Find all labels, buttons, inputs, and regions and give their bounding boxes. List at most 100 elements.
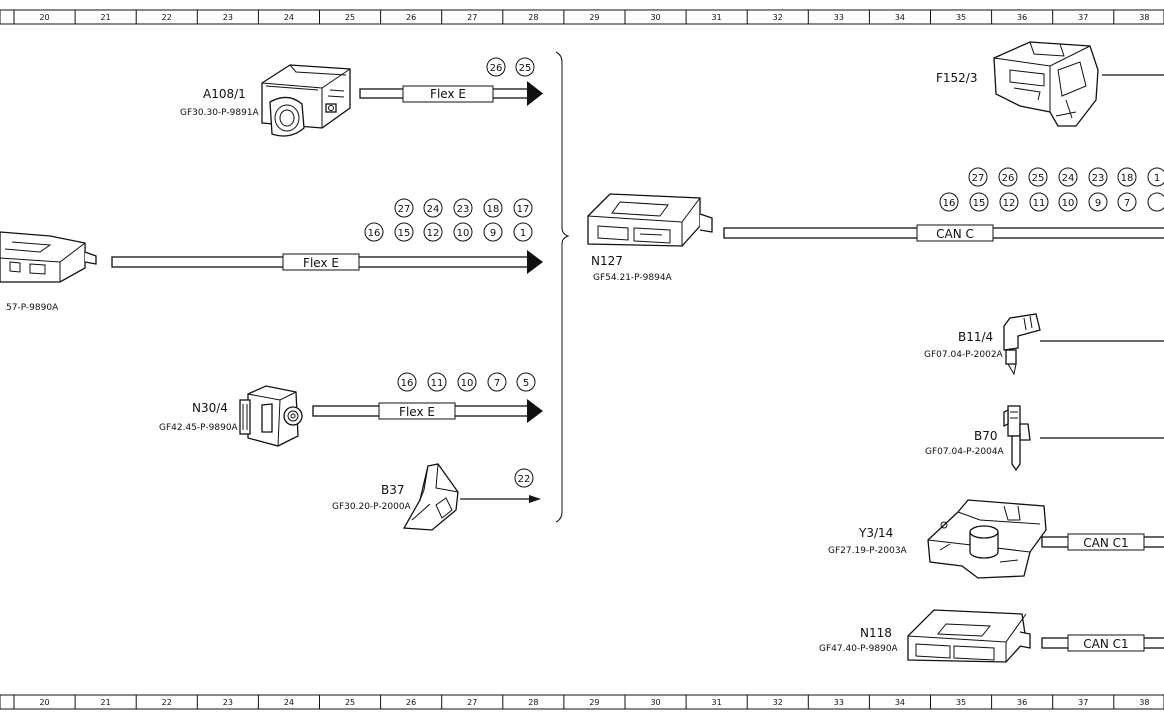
pin-marker: 24 bbox=[1058, 167, 1078, 187]
ruler-label: 25 bbox=[345, 13, 355, 22]
pin-group-right-bottom: 16 15 12 11 10 9 7 bbox=[939, 192, 1164, 212]
can-c1-connection-n118[interactable]: CAN C1 bbox=[1041, 634, 1164, 652]
ruler-label: 29 bbox=[589, 13, 599, 22]
pin-marker: 26 bbox=[998, 167, 1018, 187]
ruler-label: 25 bbox=[345, 698, 355, 707]
pin-marker: 26 bbox=[486, 57, 506, 77]
bus-label: CAN C1 bbox=[1083, 536, 1128, 550]
svg-text:1: 1 bbox=[1154, 173, 1160, 184]
svg-text:9: 9 bbox=[490, 228, 496, 239]
pin-group-left-bottom: 16 15 12 10 9 1 bbox=[364, 222, 533, 242]
ruler-label: 23 bbox=[223, 698, 233, 707]
svg-text:26: 26 bbox=[490, 63, 503, 74]
ruler-label: 30 bbox=[650, 13, 660, 22]
ruler-label: 24 bbox=[284, 698, 294, 707]
pin-marker: 18 bbox=[1117, 167, 1137, 187]
flex-e-connection-left[interactable]: Flex E bbox=[111, 250, 543, 274]
pin-marker: 16 bbox=[939, 192, 959, 212]
component-label: N118 bbox=[860, 626, 892, 640]
pin-marker: 16 bbox=[364, 222, 384, 242]
ruler-label: 24 bbox=[284, 13, 294, 22]
pin-marker: 12 bbox=[423, 222, 443, 242]
svg-text:25: 25 bbox=[519, 63, 532, 74]
bus-label: CAN C bbox=[936, 227, 974, 241]
svg-text:27: 27 bbox=[972, 173, 985, 184]
control-unit-icon bbox=[587, 193, 713, 247]
pin-group-b37: 22 bbox=[514, 468, 534, 488]
component-label: A108/1 bbox=[203, 87, 246, 101]
component-label: B37 bbox=[381, 483, 405, 497]
ruler-label: 22 bbox=[162, 698, 172, 707]
svg-text:18: 18 bbox=[487, 204, 500, 215]
svg-text:16: 16 bbox=[943, 198, 956, 209]
svg-text:1: 1 bbox=[520, 228, 526, 239]
component-f152-3[interactable]: F152/3 bbox=[936, 41, 1099, 127]
pin-marker: 15 bbox=[394, 222, 414, 242]
ruler-label: 32 bbox=[773, 13, 783, 22]
pin-marker: 23 bbox=[1088, 167, 1108, 187]
component-b37[interactable]: B37 GF30.20-P-2000A bbox=[332, 463, 459, 531]
component-n127[interactable]: N127 GF54.21-P-9894A bbox=[587, 193, 713, 283]
ruler-label: 35 bbox=[956, 13, 966, 22]
arrow-right-icon bbox=[527, 250, 543, 274]
svg-text:18: 18 bbox=[1121, 173, 1134, 184]
ruler-label: 32 bbox=[773, 698, 783, 707]
ruler-label: 22 bbox=[162, 13, 172, 22]
svg-text:10: 10 bbox=[457, 228, 470, 239]
pin-marker: 7 bbox=[487, 372, 507, 392]
pin-marker: 1 bbox=[1147, 167, 1164, 187]
flex-e-connection-a108[interactable]: Flex E bbox=[359, 81, 543, 106]
can-c-connection[interactable]: CAN C bbox=[723, 224, 1164, 242]
arrow-right-icon bbox=[529, 495, 541, 503]
arrow-right-icon bbox=[527, 399, 543, 423]
can-c1-connection-y3[interactable]: CAN C1 bbox=[1041, 533, 1164, 551]
ruler-label: 36 bbox=[1017, 698, 1027, 707]
svg-text:15: 15 bbox=[398, 228, 411, 239]
bus-label: Flex E bbox=[430, 87, 466, 101]
pin-marker: 18 bbox=[483, 198, 503, 218]
component-b70[interactable]: B70 GF07.04-P-2004A bbox=[925, 405, 1031, 472]
component-y3-14[interactable]: Y3/14 GF27.19-P-2003A bbox=[828, 499, 1047, 579]
svg-text:16: 16 bbox=[401, 378, 414, 389]
bus-label: Flex E bbox=[303, 256, 339, 270]
signal-line-b37[interactable] bbox=[460, 495, 541, 503]
control-unit-icon bbox=[0, 231, 97, 283]
component-ref: GF54.21-P-9894A bbox=[593, 273, 673, 283]
pin-marker: 22 bbox=[514, 468, 534, 488]
svg-text:24: 24 bbox=[427, 204, 440, 215]
component-b11-4[interactable]: B11/4 GF07.04-P-2002A bbox=[924, 313, 1041, 376]
pin-marker: 15 bbox=[969, 192, 989, 212]
pin-marker: 10 bbox=[457, 372, 477, 392]
svg-text:10: 10 bbox=[461, 378, 474, 389]
component-n118[interactable]: N118 GF47.40-P-9890A bbox=[819, 609, 1031, 663]
component-n30-4[interactable]: N30/4 GF42.45-P-9890A bbox=[159, 385, 303, 447]
svg-text:25: 25 bbox=[1032, 173, 1045, 184]
pin-group-a108: 26 25 bbox=[486, 57, 535, 77]
control-unit-icon bbox=[907, 609, 1031, 663]
pin-marker: 1 bbox=[513, 222, 533, 242]
svg-text:17: 17 bbox=[517, 204, 530, 215]
ruler-label: 30 bbox=[650, 698, 660, 707]
pin-marker: 7 bbox=[1117, 192, 1137, 212]
arrow-right-icon bbox=[527, 81, 543, 106]
component-ref: GF30.20-P-2000A bbox=[332, 502, 412, 512]
ruler-label: 28 bbox=[528, 13, 538, 22]
svg-text:15: 15 bbox=[973, 198, 986, 209]
ruler-label: 37 bbox=[1078, 698, 1088, 707]
ruler-label: 31 bbox=[712, 13, 722, 22]
svg-text:9: 9 bbox=[1095, 198, 1101, 209]
bus-label: CAN C1 bbox=[1083, 637, 1128, 651]
pin-marker: 17 bbox=[513, 198, 533, 218]
component-a108-1[interactable]: A108/1 GF30.30-P-9891A bbox=[180, 64, 351, 137]
flex-e-connection-n30[interactable]: Flex E bbox=[312, 399, 543, 423]
pin-marker: 12 bbox=[999, 192, 1019, 212]
component-ref: GF07.04-P-2002A bbox=[924, 350, 1004, 360]
bus-label: Flex E bbox=[399, 405, 435, 419]
pin-marker: 27 bbox=[968, 167, 988, 187]
ruler-label: 27 bbox=[467, 13, 477, 22]
pin-marker: 11 bbox=[427, 372, 447, 392]
control-module-icon bbox=[239, 385, 303, 447]
svg-text:11: 11 bbox=[1033, 198, 1046, 209]
component-left-unit[interactable]: 57-P-9890A bbox=[0, 231, 97, 313]
